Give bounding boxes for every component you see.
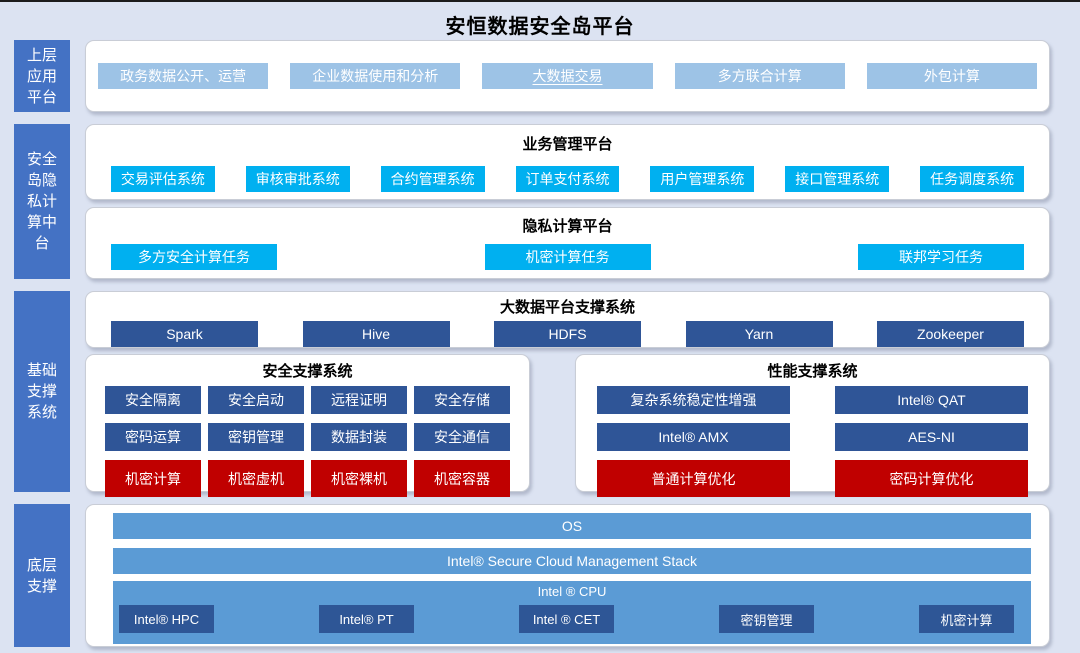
- business-system-box: 任务调度系统: [920, 166, 1025, 192]
- security-feature-box: 密钥管理: [208, 423, 304, 451]
- privacy-task-box: 机密计算任务: [484, 244, 651, 270]
- privacy-computing-header: 隐私计算平台: [522, 218, 613, 235]
- business-management-panel: 业务管理平台 交易评估系统 审核审批系统 合约管理系统 订单支付系统 用户管理系统 接口管…: [85, 124, 1050, 200]
- security-support-panel: 安全支撑系统 安全隔离安全启动远程证明安全存储密码运算密钥管理数据封装安全通信机…: [85, 354, 530, 497]
- business-system-box: 审核审批系统: [245, 166, 350, 192]
- privacy-computing-panel: 隐私计算平台 多方安全计算任务 机密计算任务 联邦学习任务: [85, 207, 1050, 279]
- security-feature-box: 机密虚机: [208, 460, 304, 497]
- app-box: 企业数据使用和分析: [290, 63, 461, 89]
- bottom-support-panel: OS Intel® Secure Cloud Management Stack …: [85, 504, 1050, 647]
- business-system-box: 用户管理系统: [650, 166, 755, 192]
- app-box: 政务数据公开、运营: [98, 63, 269, 89]
- bigdata-component-box: Spark: [111, 321, 258, 347]
- sidebar-label-foundation: 基础 支撑 系统: [14, 291, 70, 492]
- security-feature-box: 安全启动: [208, 386, 304, 414]
- performance-feature-box: AES-NI: [835, 423, 1028, 451]
- cpu-bar: Intel ® CPU Intel® HPC Intel® PT Intel ® C…: [113, 581, 1031, 644]
- bigdata-support-header: 大数据平台支撑系统: [499, 299, 635, 316]
- performance-feature-box: 普通计算优化: [597, 460, 790, 497]
- cpu-bar-label: Intel ® CPU: [537, 584, 607, 599]
- performance-support-header: 性能支撑系统: [767, 363, 858, 380]
- security-feature-box: 数据封装: [311, 423, 407, 451]
- performance-feature-box: Intel® QAT: [835, 386, 1028, 414]
- os-bar-label: OS: [561, 518, 583, 534]
- cpu-box-row: Intel® HPC Intel® PT Intel ® CET 密钥管理 机密计算: [113, 605, 1031, 633]
- secure-cloud-stack-bar: Intel® Secure Cloud Management Stack: [113, 548, 1031, 574]
- bigdata-component-box: Yarn: [685, 321, 833, 347]
- security-feature-box: 机密裸机: [311, 460, 407, 497]
- business-system-box: 交易评估系统: [111, 166, 215, 192]
- bigdata-component-box: HDFS: [494, 321, 641, 347]
- security-feature-box: 远程证明: [311, 386, 407, 414]
- page-title: 安恒数据安全岛平台: [445, 16, 635, 38]
- cpu-feature-box: Intel ® CET: [519, 605, 614, 633]
- bigdata-support-panel: 大数据平台支撑系统 Spark Hive HDFS Yarn Zookeeper: [85, 291, 1050, 348]
- bigdata-component-box: Zookeeper: [877, 321, 1024, 347]
- app-box: 外包计算: [866, 63, 1038, 89]
- security-feature-box: 安全存储: [414, 386, 510, 414]
- privacy-task-box: 多方安全计算任务: [111, 244, 277, 270]
- business-management-header: 业务管理平台: [522, 136, 613, 153]
- bigdata-component-box: Hive: [302, 321, 450, 347]
- os-bar: OS: [113, 513, 1031, 539]
- privacy-box-row: 多方安全计算任务 机密计算任务 联邦学习任务: [86, 244, 1049, 270]
- performance-box-grid: 复杂系统稳定性增强 Intel® QAT Intel® AMX AES-NI 普通计算优…: [576, 386, 1049, 497]
- business-system-box: 合约管理系统: [380, 166, 485, 192]
- bigdata-box-row: Spark Hive HDFS Yarn Zookeeper: [86, 321, 1049, 347]
- sidebar-label-bottom-support: 底层 支撑: [14, 504, 70, 647]
- cpu-feature-box: 机密计算: [919, 605, 1014, 633]
- performance-feature-box: 复杂系统稳定性增强: [597, 386, 790, 414]
- app-box: 大数据交易: [482, 63, 653, 89]
- cpu-feature-box: 密钥管理: [719, 605, 814, 633]
- cpu-feature-box: Intel® PT: [319, 605, 414, 633]
- security-feature-box: 安全隔离: [105, 386, 201, 414]
- business-system-box: 订单支付系统: [515, 166, 620, 192]
- security-feature-box: 密码运算: [105, 423, 201, 451]
- sidebar-label-privacy-midplatform: 安全 岛隐 私计 算中 台: [14, 124, 70, 279]
- business-system-box: 接口管理系统: [785, 166, 890, 192]
- secure-cloud-stack-label: Intel® Secure Cloud Management Stack: [446, 553, 697, 569]
- sidebar-label-app-layer: 上层 应用 平台: [14, 40, 70, 112]
- security-feature-box: 机密计算: [105, 460, 201, 497]
- security-box-grid: 安全隔离安全启动远程证明安全存储密码运算密钥管理数据封装安全通信机密计算机密虚机…: [86, 386, 529, 497]
- performance-feature-box: Intel® AMX: [597, 423, 790, 451]
- security-feature-box: 安全通信: [414, 423, 510, 451]
- app-layer-panel: 政务数据公开、运营企业数据使用和分析大数据交易多方联合计算外包计算: [85, 40, 1050, 112]
- performance-feature-box: 密码计算优化: [835, 460, 1028, 497]
- security-support-header: 安全支撑系统: [262, 363, 353, 380]
- app-box: 多方联合计算: [674, 63, 845, 89]
- cpu-feature-box: Intel® HPC: [119, 605, 214, 633]
- performance-support-panel: 性能支撑系统 复杂系统稳定性增强 Intel® QAT Intel® AMX AES-…: [575, 354, 1050, 497]
- business-box-row: 交易评估系统 审核审批系统 合约管理系统 订单支付系统 用户管理系统 接口管理系统 任务调度…: [86, 166, 1049, 192]
- app-box-row: 政务数据公开、运营企业数据使用和分析大数据交易多方联合计算外包计算: [98, 63, 1038, 89]
- security-feature-box: 机密容器: [414, 460, 510, 497]
- privacy-task-box: 联邦学习任务: [858, 244, 1024, 270]
